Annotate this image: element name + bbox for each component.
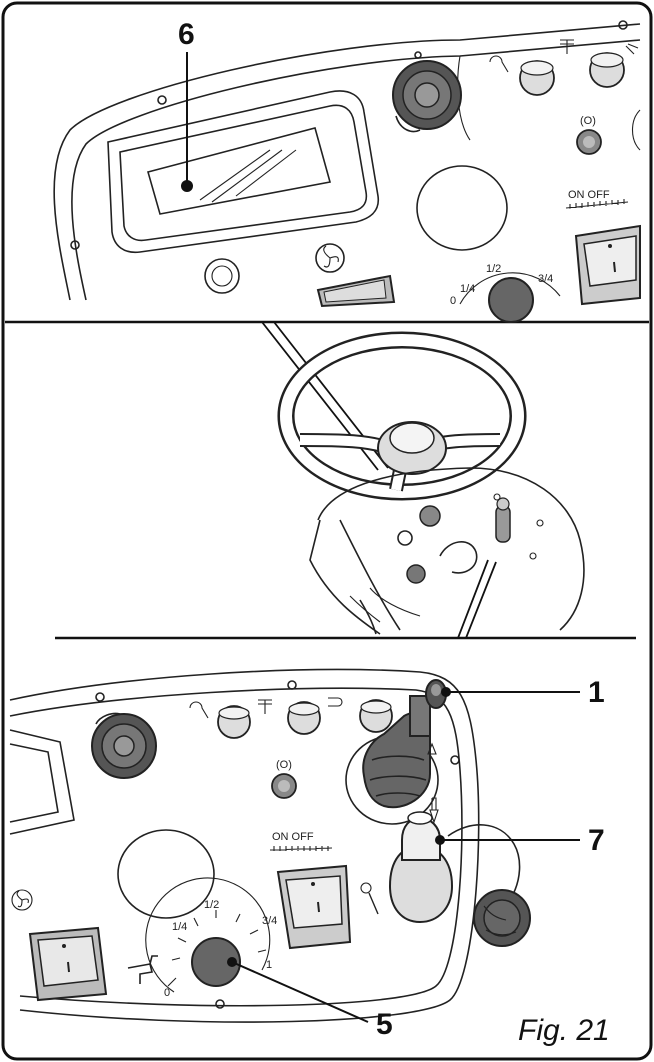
onoff-label: ON OFF (272, 831, 314, 843)
svg-text:0: 0 (450, 295, 456, 307)
svg-text:1/2: 1/2 (486, 263, 501, 275)
svg-text:1/4: 1/4 (460, 283, 475, 295)
warning-lamp-bottom: (O) (271, 759, 297, 799)
joystick-lever (345, 679, 447, 825)
screw-icon (414, 51, 422, 59)
svg-text:1: 1 (266, 959, 272, 971)
top-panel-view: (O) ON OFF 1/2 3 (53, 20, 641, 323)
onoff-switch-bottom: ON OFF (269, 831, 379, 950)
svg-text:3/4: 3/4 (538, 273, 553, 285)
screw-icon (618, 20, 628, 30)
callout-6: 6 (178, 18, 195, 51)
svg-text:1/4: 1/4 (172, 921, 187, 933)
leader-line-5 (231, 961, 369, 1023)
flow-dial-bottom: 1/2 3/4 1/4 0 1 (127, 877, 277, 999)
round-cover-top (416, 165, 508, 251)
flow-dial-top: 1/2 3/4 1/4 0 (450, 263, 561, 323)
onoff-label: ON OFF (568, 189, 610, 201)
rocker-switch-left (11, 889, 108, 1002)
screw-icon (70, 240, 80, 250)
key-switch-knob-bottom (91, 712, 157, 779)
figure-caption: Fig. 21 (518, 1014, 610, 1047)
fan-button-top (315, 243, 396, 308)
svg-text:(O): (O) (580, 115, 596, 127)
onoff-switch-top: ON OFF (565, 189, 641, 306)
svg-text:(O): (O) (276, 759, 292, 771)
round-cover-bottom (117, 829, 215, 919)
steering-overview (261, 321, 585, 639)
lever-control (388, 811, 531, 947)
display-unit (107, 90, 380, 254)
svg-text:1/2: 1/2 (204, 899, 219, 911)
display-pointer-dot (181, 180, 193, 192)
indicator-lamps-top (489, 39, 639, 96)
key-switch-knob (392, 60, 462, 133)
svg-text:3/4: 3/4 (262, 915, 277, 927)
bottom-panel-view: (O) ON OFF (9, 668, 531, 1023)
warning-lamp-top: (O) (576, 115, 602, 155)
indicator-lamps-bottom (189, 697, 393, 739)
round-button-top (204, 258, 240, 294)
console-body (309, 467, 585, 635)
svg-text:0: 0 (164, 987, 170, 999)
callout-5: 5 (376, 1008, 393, 1041)
callout-1: 1 (588, 676, 605, 709)
screw-icon (157, 95, 167, 105)
callout-7: 7 (588, 824, 605, 857)
